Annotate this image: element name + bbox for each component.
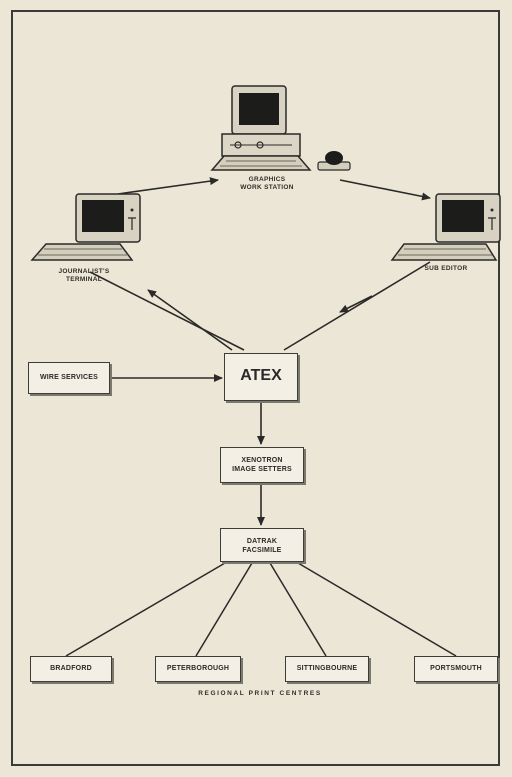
graphics-workstation-icon [210, 85, 312, 171]
graphics-workstation-label: GRAPHICS WORK STATION [222, 176, 312, 192]
line-datrak-to-peterborough [195, 562, 253, 657]
print-centres-caption: REGIONAL PRINT CENTRES [198, 690, 322, 697]
journalist-terminal-label: JOURNALIST'S TERMINAL [40, 268, 128, 284]
datrak-line1: DATRAK [246, 538, 278, 545]
trackball-icon [317, 151, 351, 171]
arrow-journalist-to-graphics [117, 177, 219, 195]
atex-box: ATEX [224, 353, 298, 401]
xenotron-line1: XENOTRON [241, 457, 283, 464]
print-centre-bradford: BRADFORD [30, 656, 112, 682]
journalist-label-line1: JOURNALIST'S [58, 268, 110, 275]
arrow-subeditor-to-atex [283, 261, 431, 351]
wire-services-box: WIRE SERVICES [28, 362, 110, 394]
graphics-label-line1: GRAPHICS [248, 176, 286, 183]
xenotron-line2: IMAGE SETTERS [232, 466, 292, 473]
line-datrak-to-portsmouth [297, 562, 457, 657]
arrow-atex-to-journalist [147, 289, 233, 351]
datrak-box: DATRAK FACSIMILE [220, 528, 304, 562]
datrak-line2: FACSIMILE [242, 547, 282, 554]
print-centre-portsmouth: PORTSMOUTH [414, 656, 498, 682]
line-datrak-to-sittingbourne [269, 562, 327, 657]
print-centre-sittingbourne: SITTINGBOURNE [285, 656, 369, 682]
graphics-label-line2: WORK STATION [240, 184, 294, 191]
xenotron-box: XENOTRON IMAGE SETTERS [220, 447, 304, 483]
arrow-head-subeditor-atex [339, 295, 373, 313]
arrow-journalist-to-atex [89, 271, 245, 351]
sub-editor-terminal-icon [390, 193, 501, 261]
arrow-graphics-to-subeditor [339, 179, 431, 201]
print-centre-peterborough: PETERBOROUGH [155, 656, 241, 682]
line-datrak-to-bradford [65, 562, 226, 657]
sub-editor-label: SUB EDITOR [424, 265, 468, 272]
journalist-label-line2: TERMINAL [66, 276, 102, 283]
journalist-terminal-icon [30, 193, 141, 261]
diagram-frame [11, 10, 500, 766]
